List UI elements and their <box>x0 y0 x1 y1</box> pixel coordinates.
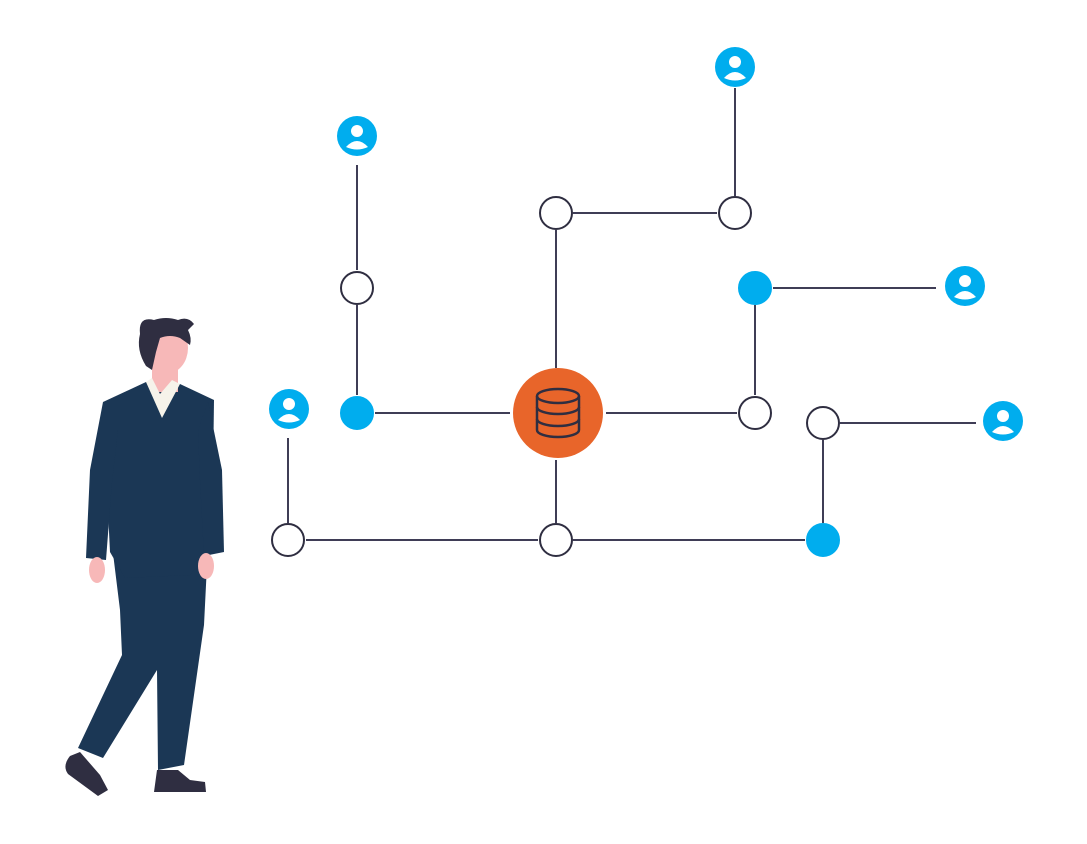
trousers <box>78 545 208 770</box>
active-node <box>340 396 374 430</box>
active-node <box>806 523 840 557</box>
left-arm <box>86 402 118 560</box>
hair <box>138 318 194 370</box>
right-shoe <box>154 770 206 792</box>
user-icon <box>337 116 377 156</box>
jacket <box>103 382 214 578</box>
user-icon <box>945 266 985 306</box>
user-icon <box>715 47 755 87</box>
empty-node <box>806 406 840 440</box>
shirt-collar <box>146 378 180 418</box>
user-icons <box>269 47 1023 441</box>
empty-node <box>539 523 573 557</box>
user-icon <box>269 389 309 429</box>
right-arm <box>198 402 224 556</box>
active-node <box>738 271 772 305</box>
network-connections <box>287 88 976 541</box>
user-icon <box>983 401 1023 441</box>
empty-node <box>738 396 772 430</box>
left-hand <box>89 557 105 583</box>
left-shoe <box>65 752 108 796</box>
person-illustration <box>65 318 224 796</box>
empty-node <box>539 196 573 230</box>
database-icon <box>513 368 603 458</box>
right-hand <box>198 553 214 579</box>
empty-node <box>271 523 305 557</box>
network-nodes <box>271 196 840 557</box>
empty-node <box>340 271 374 305</box>
empty-node <box>718 196 752 230</box>
